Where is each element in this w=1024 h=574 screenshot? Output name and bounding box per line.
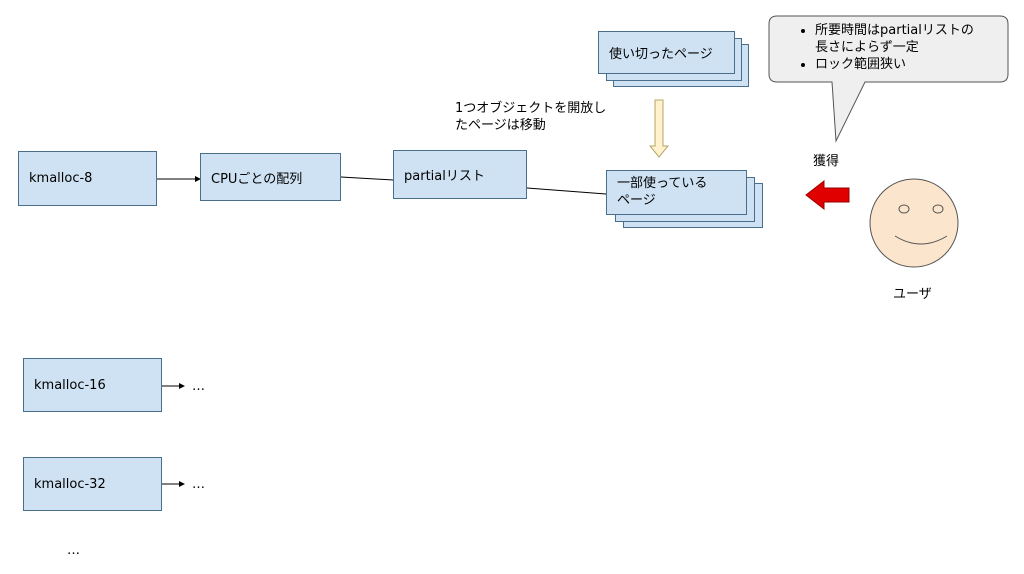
acquire-arrow bbox=[805, 179, 850, 211]
partial-pages-label-line1: 一部使っている bbox=[617, 176, 708, 191]
partial-list-box: partialリスト bbox=[393, 150, 527, 199]
left-eye-icon bbox=[898, 204, 910, 214]
move-note-line1: 1つオブジェクトを開放し bbox=[455, 101, 607, 116]
kmalloc-8-label: kmalloc-8 bbox=[29, 171, 93, 186]
line-partial-to-pages bbox=[526, 187, 607, 195]
ellipsis-more-caches: … bbox=[67, 543, 80, 558]
kmalloc-16-box: kmalloc-16 bbox=[23, 358, 162, 412]
move-note: 1つオブジェクトを開放し たページは移動 bbox=[455, 100, 606, 134]
right-eye-icon bbox=[932, 204, 944, 214]
used-pages-box: 使い切ったページ bbox=[598, 31, 735, 74]
kmalloc-8-box: kmalloc-8 bbox=[18, 151, 157, 206]
bubble-bullet-1: 所要時間はpartialリストの 長さによらず一定 bbox=[815, 22, 974, 56]
user-label: ユーザ bbox=[893, 287, 932, 302]
user-face-icon bbox=[869, 178, 959, 268]
kmalloc-16-label: kmalloc-16 bbox=[34, 377, 106, 393]
smile-icon bbox=[894, 235, 948, 245]
acquire-label: 獲得 bbox=[813, 154, 840, 169]
bubble-bullet-1-line1: 所要時間はpartialリストの bbox=[815, 23, 974, 38]
cpu-array-label: CPUごとの配列 bbox=[211, 171, 303, 187]
ellipsis-kmalloc-16: … bbox=[192, 379, 205, 394]
move-note-line2: たページは移動 bbox=[455, 118, 546, 133]
bubble-bullet-2: ロック範囲狭い bbox=[815, 56, 974, 73]
cpu-array-box: CPUごとの配列 bbox=[200, 153, 341, 201]
ellipsis-kmalloc-32: … bbox=[192, 477, 205, 492]
used-pages-label: 使い切ったページ bbox=[609, 47, 713, 62]
kmalloc-32-box: kmalloc-32 bbox=[23, 457, 162, 511]
partial-pages-label-line2: ページ bbox=[617, 193, 656, 208]
speech-bubble-shape bbox=[768, 15, 1009, 143]
line-cpu-to-partial bbox=[340, 176, 394, 181]
kmalloc-32-label: kmalloc-32 bbox=[34, 476, 106, 492]
bubble-bullet-1-line2: 長さによらず一定 bbox=[815, 40, 919, 55]
partial-pages-box: 一部使っている ページ bbox=[606, 170, 747, 215]
speech-bubble-text: 所要時間はpartialリストの 長さによらず一定 ロック範囲狭い bbox=[789, 22, 974, 73]
down-move-arrow bbox=[648, 99, 670, 158]
partial-list-label: partialリスト bbox=[404, 169, 485, 184]
